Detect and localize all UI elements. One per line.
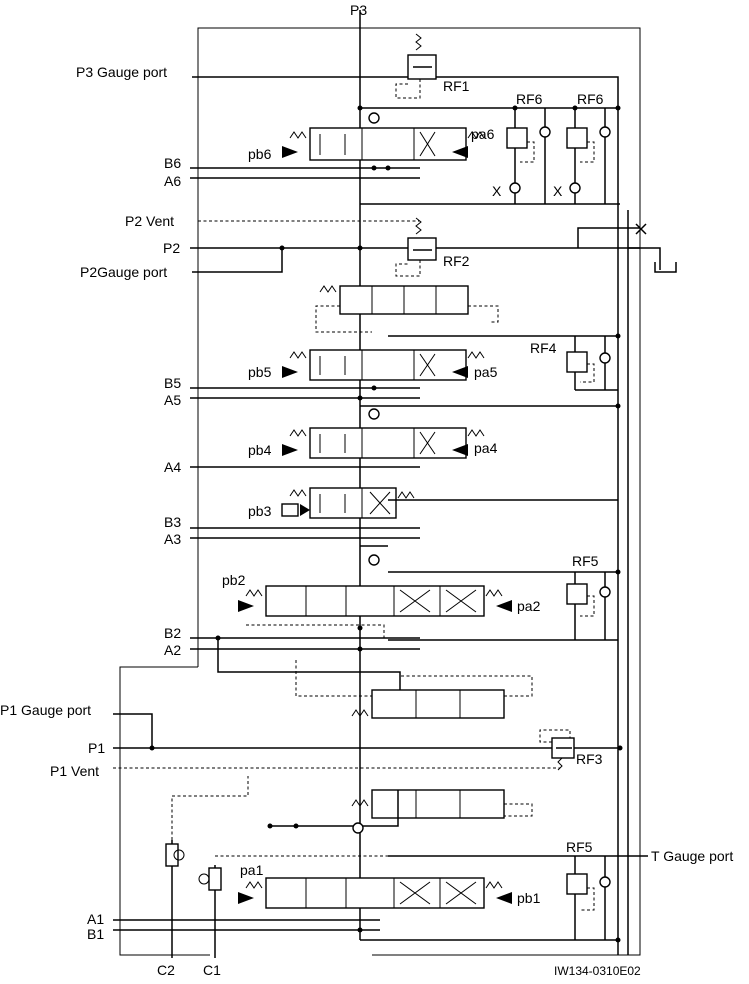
pb5-label: pb5 (248, 364, 272, 380)
b5-label: B5 (164, 375, 181, 391)
rf1-label: RF1 (443, 78, 470, 94)
spool-section-2 (215, 545, 621, 652)
a4-label: A4 (164, 459, 181, 475)
relief-valve-rf1 (395, 33, 437, 99)
spool-section-5 (282, 333, 621, 401)
priority-valve-middle (217, 638, 533, 719)
vent-x-icon (635, 223, 647, 235)
spool-section-4 (282, 403, 621, 459)
pa5-label: pa5 (474, 364, 498, 380)
rf6-label-b: RF6 (577, 91, 604, 107)
rf5-label-a: RF5 (572, 553, 599, 569)
p3-label: P3 (350, 2, 367, 18)
b2-label: B2 (164, 625, 181, 641)
pa4-label: pa4 (474, 440, 498, 456)
valve-body-outline-lower (119, 666, 210, 956)
p1-vent-label: P1 Vent (50, 763, 99, 779)
rf3-label: RF3 (576, 751, 603, 767)
a2-label: A2 (164, 642, 181, 658)
pa2-label: pa2 (517, 598, 541, 614)
rf5-label-b: RF5 (566, 839, 593, 855)
rf4-label: RF4 (530, 340, 557, 356)
spool-section-1 (215, 855, 640, 943)
pb6-label: pb6 (248, 146, 272, 162)
spool-section-3 (281, 487, 618, 519)
port-lines (113, 10, 648, 958)
a1-label: A1 (87, 911, 104, 927)
p3-gauge-label: P3 Gauge port (76, 64, 167, 80)
pb1-label: pb1 (517, 890, 541, 906)
pb4-label: pb4 (248, 442, 272, 458)
x-label-1: X (492, 183, 502, 199)
t-gauge-label: T Gauge port (651, 848, 733, 864)
labels: P3 P3 Gauge port RF1 RF6 RF6 pb6 pa6 B6 … (0, 2, 733, 978)
x-label-2: X (553, 183, 563, 199)
p2-vent-label: P2 Vent (125, 213, 174, 229)
a6-label: A6 (164, 173, 181, 189)
pb2-label: pb2 (222, 572, 246, 588)
p1-label: P1 (88, 740, 105, 756)
pa1-label: pa1 (240, 862, 264, 878)
c-port-check-valves (165, 776, 249, 891)
a5-label: A5 (164, 392, 181, 408)
pa6-label: pa6 (471, 126, 495, 142)
b6-label: B6 (164, 155, 181, 171)
c1-label: C1 (203, 962, 221, 978)
relief-valve-rf2 (279, 217, 437, 277)
rf6-label-a: RF6 (516, 91, 543, 107)
document-id-label: IW134-0310E02 (554, 964, 641, 978)
rf2-label: RF2 (443, 253, 470, 269)
a3-label: A3 (164, 531, 181, 547)
spool-section-6 (282, 105, 621, 205)
p1-gauge-label: P1 Gauge port (0, 702, 91, 718)
b1-label: B1 (87, 926, 104, 942)
valve-body-outline (197, 27, 641, 956)
c2-label: C2 (157, 962, 175, 978)
relief-valve-rf3 (149, 729, 623, 771)
b3-label: B3 (164, 514, 181, 530)
p2-label: P2 (163, 240, 180, 256)
p2-gauge-label: P2Gauge port (80, 264, 167, 280)
priority-valve-upper (315, 285, 499, 333)
pb3-label: pb3 (248, 503, 272, 519)
priority-valve-lower (267, 789, 533, 834)
tank-icon (654, 262, 677, 273)
